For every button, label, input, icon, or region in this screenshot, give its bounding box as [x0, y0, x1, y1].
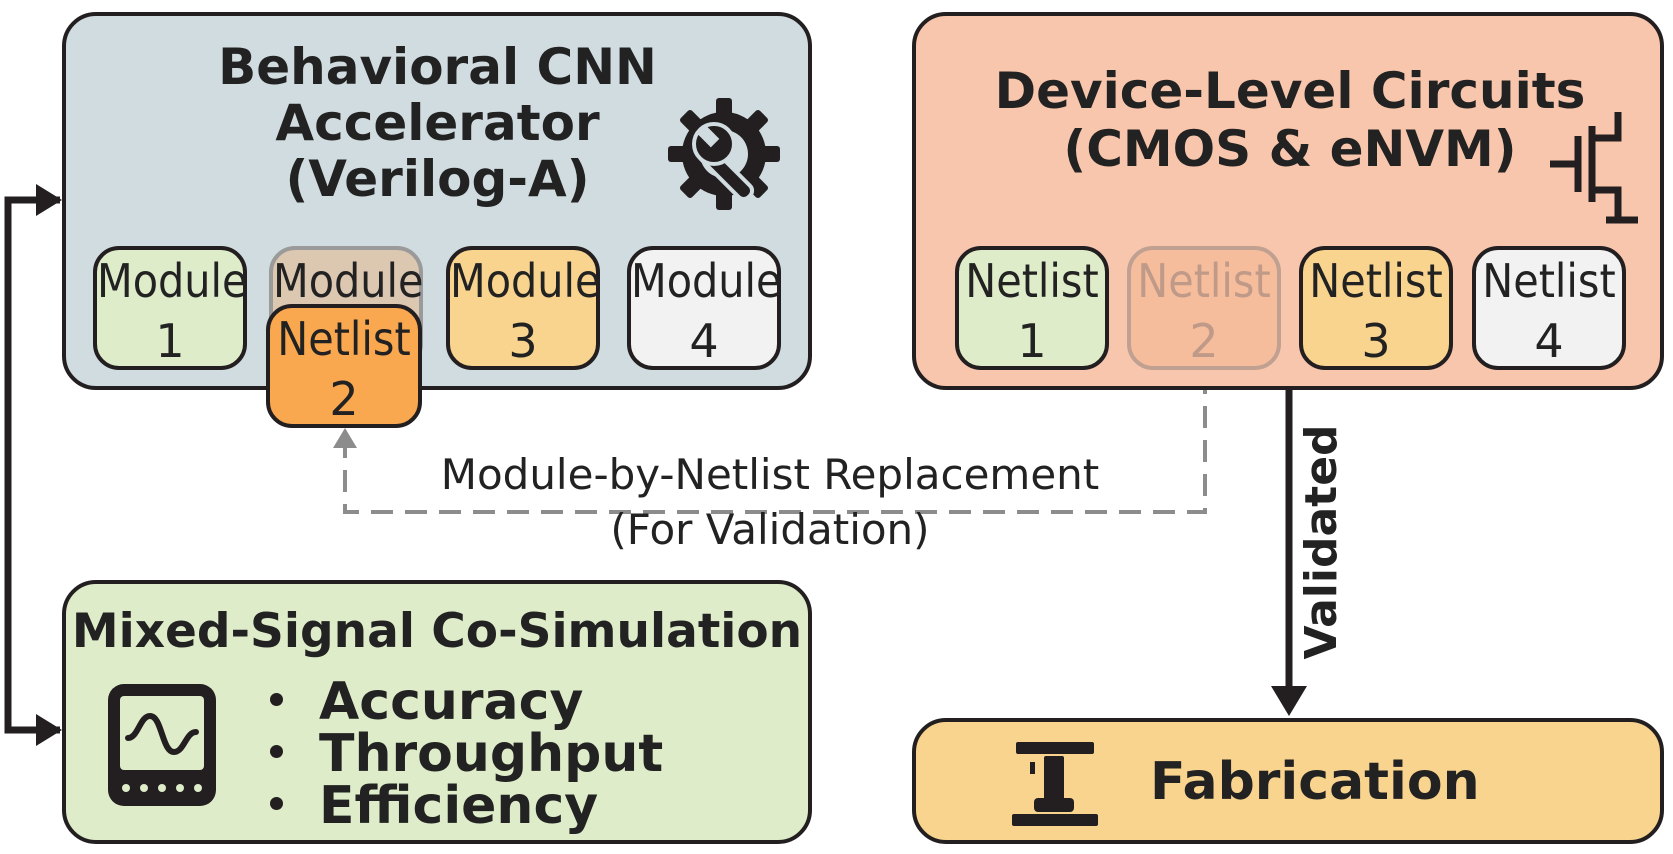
arrowhead-to-cosim — [36, 714, 62, 746]
fabrication-press-icon — [1012, 742, 1098, 826]
metric-throughput: Throughput — [270, 728, 663, 780]
behavioral-title: Behavioral CNN Accelerator (Verilog-A) — [150, 42, 725, 204]
bullet-dot — [270, 744, 283, 758]
netlist-tile-1-label: Netlist — [965, 254, 1099, 308]
netlist-tile-2: Netlist 2 — [1127, 246, 1281, 370]
validated-arrowhead — [1271, 686, 1307, 716]
netlist-tile-2-number: 2 — [1189, 313, 1219, 368]
module-tile-3: Module 3 — [446, 246, 601, 370]
netlist-tile-4-number: 4 — [1534, 313, 1564, 368]
netlist-tile-4: Netlist 4 — [1472, 246, 1626, 370]
metric-accuracy: Accuracy — [270, 676, 583, 728]
behavioral-title-line-3: (Verilog-A) — [285, 150, 590, 208]
netlist-tile-3: Netlist 3 — [1299, 246, 1453, 370]
module-tile-4-number: 4 — [689, 313, 719, 368]
replacement-netlist-label: Netlist — [277, 312, 411, 366]
netlist-tile-1: Netlist 1 — [955, 246, 1109, 370]
behavioral-title-line-1: Behavioral CNN — [218, 38, 657, 96]
netlist-tile-4-label: Netlist — [1482, 254, 1616, 308]
replacement-netlist-tile: Netlist 2 — [266, 304, 422, 428]
feedback-loop-line — [4, 196, 60, 734]
behavioral-title-line-2: Accelerator — [275, 94, 600, 152]
netlist-tile-3-number: 3 — [1361, 313, 1391, 368]
module-tile-4-label: Module — [631, 254, 782, 308]
replacement-label-line-1: Module-by-Netlist Replacement — [440, 450, 1100, 499]
validated-label: Validated — [1296, 424, 1347, 660]
module-tile-2-label: Module — [273, 254, 424, 308]
arrowhead-to-behavioral — [36, 184, 62, 216]
cosim-title: Mixed-Signal Co-Simulation — [71, 604, 803, 659]
module-tile-1-number: 1 — [155, 313, 185, 368]
bullet-dot — [270, 796, 283, 810]
bullet-dot — [270, 692, 283, 706]
transistor-icon — [1550, 112, 1638, 224]
module-tile-1-label: Module — [97, 254, 248, 308]
device-title: Device-Level Circuits (CMOS & eNVM) — [990, 66, 1590, 174]
fabrication-label: Fabrication — [1150, 752, 1480, 812]
metric-throughput-label: Throughput — [319, 724, 664, 784]
netlist-tile-3-label: Netlist — [1309, 254, 1443, 308]
module-tile-3-number: 3 — [508, 313, 538, 368]
oscilloscope-icon — [108, 684, 216, 806]
replacement-label-line-2: (For Validation) — [610, 504, 930, 554]
replacement-dashed-line — [343, 372, 1207, 514]
netlist-tile-1-number: 1 — [1017, 313, 1047, 368]
replacement-netlist-number: 2 — [329, 371, 359, 426]
device-title-line-2: (CMOS & eNVM) — [1063, 120, 1517, 178]
module-tile-4: Module 4 — [627, 246, 782, 370]
replacement-arrowhead — [333, 428, 357, 448]
replacement-label: Module-by-Netlist Replacement (For Valid… — [330, 448, 1210, 557]
gear-wrench-icon — [668, 98, 780, 210]
module-tile-3-label: Module — [450, 254, 601, 308]
device-title-line-1: Device-Level Circuits — [994, 62, 1586, 120]
module-tile-1: Module 1 — [93, 246, 248, 370]
metric-efficiency-label: Efficiency — [319, 776, 599, 836]
metric-accuracy-label: Accuracy — [319, 672, 584, 732]
netlist-tile-2-label: Netlist — [1137, 254, 1271, 308]
metric-efficiency: Efficiency — [270, 780, 598, 832]
